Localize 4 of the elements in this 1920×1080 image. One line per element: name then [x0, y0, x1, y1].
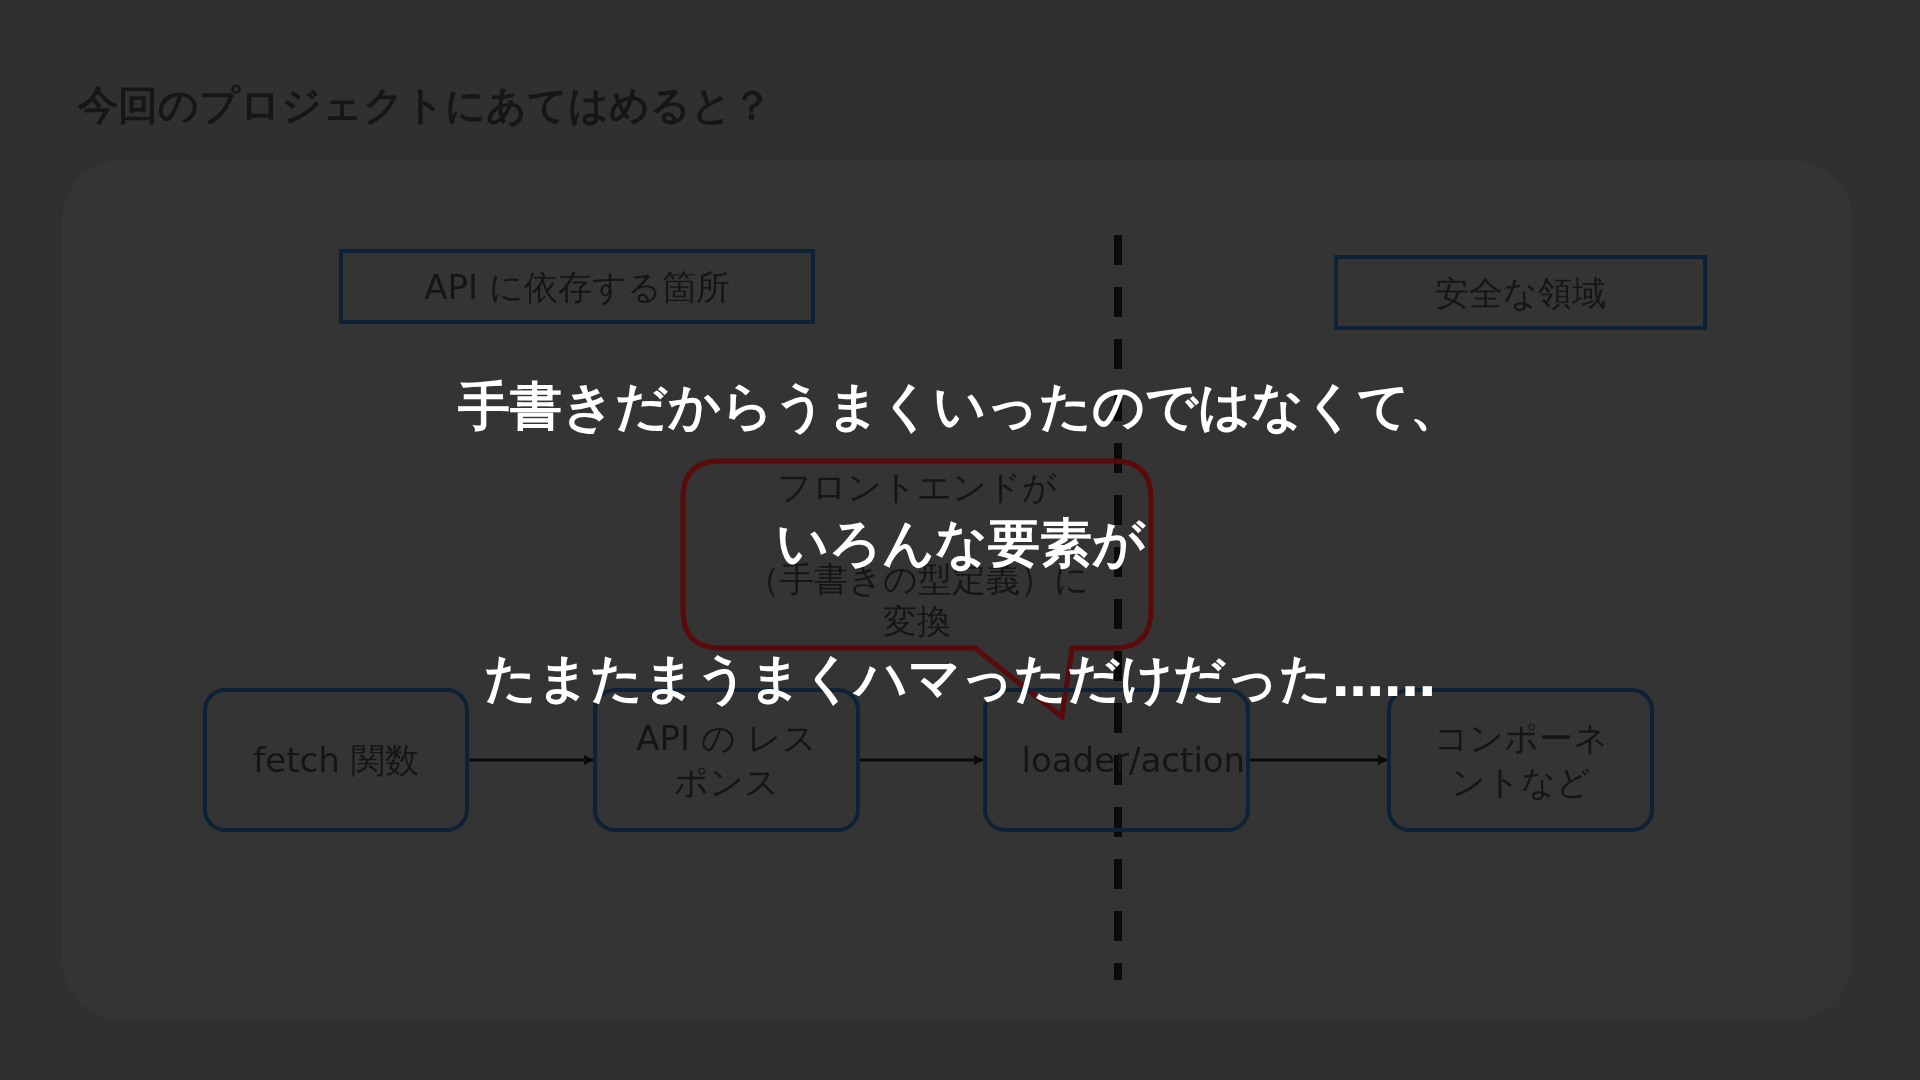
arrow: [1250, 755, 1388, 765]
arrow: [469, 755, 594, 765]
arrow: [860, 755, 984, 765]
overlay-text: 手書きだからうまくいったのではなくて、: [458, 375, 1462, 438]
